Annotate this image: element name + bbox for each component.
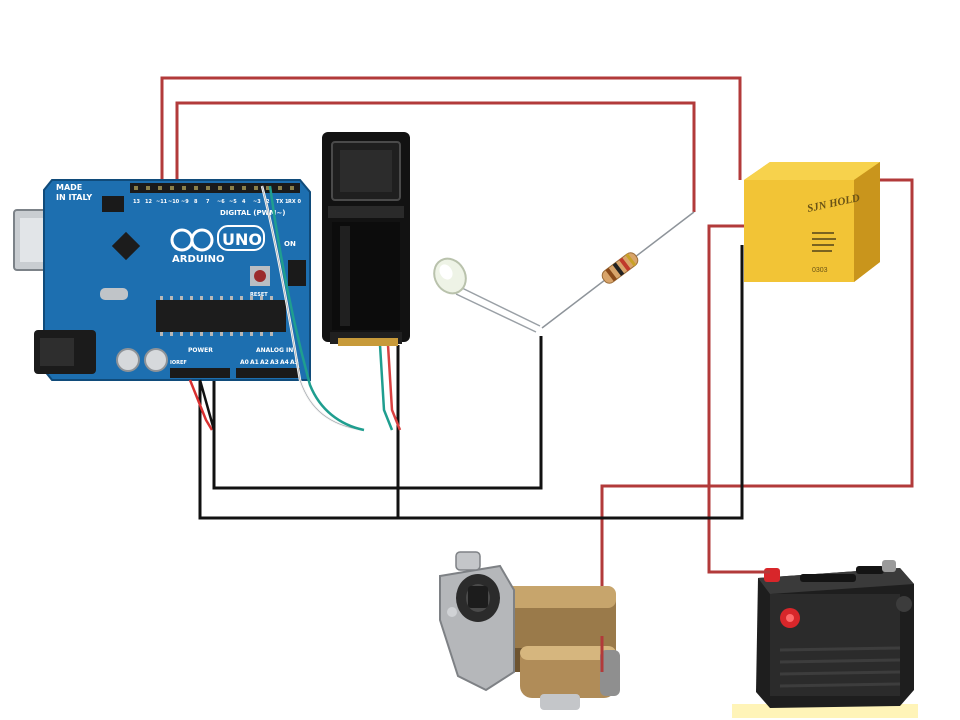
svg-text:A3: A3 — [270, 359, 279, 366]
resistor-icon — [541, 211, 695, 329]
wires — [160, 76, 914, 672]
sensor-signal-wires — [260, 185, 402, 432]
svg-text:8: 8 — [194, 199, 198, 205]
svg-text:~6: ~6 — [217, 199, 225, 205]
wire-common-ground — [198, 245, 744, 520]
svg-text:13: 13 — [133, 199, 140, 205]
led-icon — [433, 257, 541, 333]
capacitor — [144, 348, 168, 372]
svg-text:4: 4 — [242, 199, 246, 205]
power-header — [170, 368, 230, 378]
svg-text:2: 2 — [266, 199, 270, 205]
relay-icon: SJN HOLD 0303 — [744, 162, 880, 282]
wire-gnd-to-led — [212, 336, 543, 490]
on-label: ON — [284, 240, 296, 248]
wire-arduino-to-resistor — [175, 101, 696, 212]
battery-positive-terminal — [764, 568, 780, 582]
svg-text:TX 1: TX 1 — [276, 199, 289, 205]
svg-text:A1: A1 — [250, 359, 259, 366]
power-label: POWER — [188, 347, 213, 354]
reset-label: RESET — [250, 292, 268, 298]
svg-text:~11: ~11 — [156, 199, 168, 205]
digital-pin-labels: 13 12 ~11 ~10 ~9 8 7 ~6 ~5 4 ~3 2 TX 1 R… — [133, 199, 301, 205]
analog-header — [236, 368, 300, 378]
starter-motor-icon — [439, 551, 620, 710]
analog-label: ANALOG IN — [256, 347, 293, 354]
capacitor — [116, 348, 140, 372]
made-label: MADE — [56, 183, 82, 192]
svg-text:A0: A0 — [240, 359, 249, 366]
svg-text:RX 0: RX 0 — [288, 199, 301, 205]
svg-text:A2: A2 — [260, 359, 269, 366]
svg-text:~3: ~3 — [253, 199, 261, 205]
brand-label: ARDUINO — [172, 254, 224, 265]
svg-text:~10: ~10 — [168, 199, 180, 205]
svg-text:A5: A5 — [290, 359, 299, 366]
ioref-label: IOREF — [170, 360, 187, 366]
relay-code: 0303 — [812, 267, 828, 274]
svg-text:12: 12 — [145, 199, 152, 205]
analog-pin-labels: A0 A1 A2 A3 A4 A5 — [240, 359, 299, 366]
arduino-board: MADE IN ITALY ARDUINO UNO DIGITAL (PWM~)… — [13, 179, 311, 381]
in-italy-label: IN ITALY — [56, 193, 92, 202]
digital-header-label: DIGITAL (PWM~) — [220, 209, 285, 217]
svg-text:A4: A4 — [280, 359, 289, 366]
svg-text:~9: ~9 — [181, 199, 189, 205]
digital-header — [130, 183, 300, 193]
arduino-logo-icon — [170, 228, 214, 252]
wire-relay-to-starter — [600, 178, 914, 672]
atmega-chip — [156, 300, 286, 332]
svg-text:~5: ~5 — [229, 199, 237, 205]
wire-arduino-to-relay — [160, 76, 742, 180]
fingerprint-sensor-icon — [322, 132, 410, 346]
svg-text:7: 7 — [206, 199, 210, 205]
model-label: UNO — [222, 230, 262, 249]
car-battery-icon — [732, 560, 918, 718]
